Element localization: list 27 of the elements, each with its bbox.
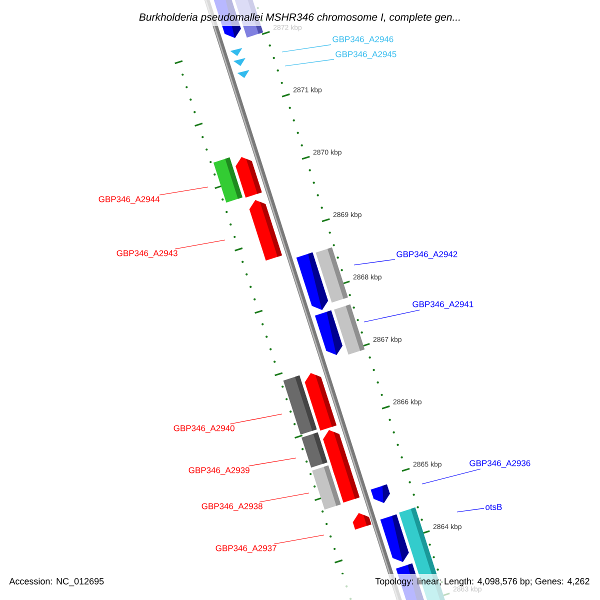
gene-label: GBP346_A2944	[98, 196, 160, 204]
gene-label: GBP346_A2938	[202, 503, 262, 511]
leader-line	[456, 508, 484, 512]
leader-line	[274, 534, 324, 544]
leader-line	[230, 414, 282, 424]
footer-text: Topology: linear; Length: 4,098,576 bp; Genes: 4,262	[375, 578, 590, 586]
leader-line	[422, 468, 481, 484]
leader-line	[159, 186, 208, 196]
gene-label: GBP346_A2941	[412, 301, 474, 309]
leader-line	[284, 59, 334, 66]
footer-text: Accession: NC_012695	[9, 578, 104, 586]
gene-label: GBP346_A2936	[470, 460, 530, 468]
gene-label: GBP346_A2942	[396, 251, 458, 259]
leader-line	[248, 458, 296, 466]
gene-label: GBP346_A2937	[216, 545, 276, 553]
gene-label: GBP346_A2943	[116, 250, 178, 258]
leader-line	[364, 310, 420, 322]
gene-label: GBP346_A2946	[332, 36, 394, 44]
gene-label: GBP346_A2945	[336, 51, 396, 59]
gene-label: GBP346_A2939	[188, 467, 250, 475]
gene-label: GBP346_A2940	[174, 425, 234, 433]
leader-line	[174, 240, 226, 250]
title: Burkholderia pseudomallei MSHR346 chromosome I, complete gen...	[139, 13, 460, 23]
leader-line	[259, 492, 310, 502]
gene-label: otsB	[486, 504, 502, 510]
leader-line	[354, 259, 396, 266]
leader-line	[282, 44, 332, 52]
